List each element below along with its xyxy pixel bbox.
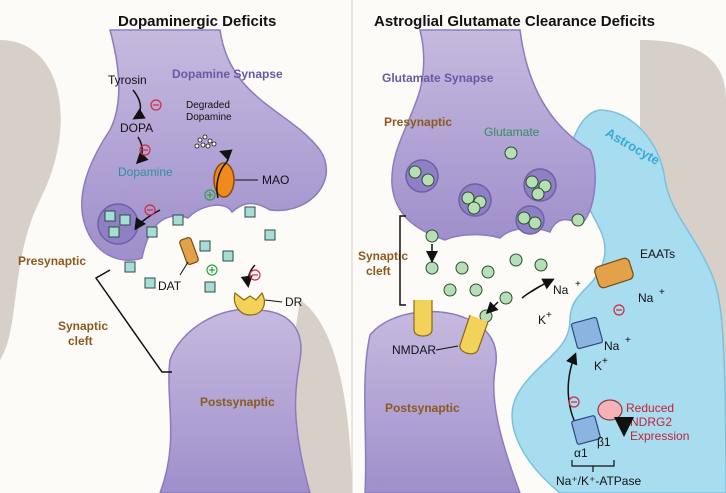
k-in-label: K — [594, 359, 602, 373]
cleft-bracket — [94, 269, 172, 373]
reduced-label-2: NDRG2 — [630, 415, 672, 429]
na-atp-label: Na — [604, 339, 620, 353]
eaat-transporter — [594, 257, 634, 289]
left-cleft-label-2: cleft — [68, 334, 93, 348]
degraded-label-2: Dopamine — [186, 112, 232, 123]
dat-label: DAT — [158, 279, 182, 293]
mao-enzyme — [213, 162, 235, 198]
na-out-label: Na — [553, 283, 569, 297]
eaats-label: EAATs — [640, 247, 675, 261]
right-cleft-label-2: cleft — [366, 264, 391, 278]
left-cleft-label-1: Synaptic — [58, 319, 108, 333]
k-out-plus: + — [546, 310, 552, 321]
k-in-plus: + — [602, 356, 608, 367]
nmdar-right — [459, 314, 489, 355]
na-atp-plus: + — [625, 335, 631, 346]
vesicle — [97, 203, 139, 245]
dr-label: DR — [285, 295, 303, 309]
degraded-dopamine-cluster — [194, 134, 217, 149]
glutamate-label: Glutamate — [484, 125, 540, 139]
atpase-upper — [570, 316, 604, 350]
na-in-label: Na — [638, 291, 654, 305]
nmdar-label: NMDAR — [392, 343, 436, 357]
atpase-label: Na⁺/K⁺-ATPase — [556, 474, 641, 488]
right-cleft-bracket — [399, 215, 406, 306]
na-out-plus: + — [575, 279, 581, 290]
right-cleft-label-1: Synaptic — [358, 249, 408, 263]
k-out-label: K — [538, 313, 546, 327]
tyrosin-label: Tyrosin — [108, 73, 147, 87]
degraded-label-1: Degraded — [186, 100, 230, 111]
dopamine-synapse-label: Dopamine Synapse — [172, 67, 283, 81]
left-postsynaptic-neuron — [159, 308, 311, 493]
dat-transporter — [179, 236, 199, 266]
left-presynaptic-label: Presynaptic — [18, 254, 86, 268]
left-postsynaptic-label: Postsynaptic — [200, 395, 275, 409]
dopa-label: DOPA — [120, 121, 153, 135]
ndrg2-protein — [597, 399, 623, 421]
right-title: Astroglial Glutamate Clearance Deficits — [374, 13, 655, 30]
dopamine-receptor — [233, 291, 265, 316]
nmdar-left — [413, 300, 433, 337]
beta1-label: β1 — [597, 435, 611, 449]
na-in-plus: + — [659, 287, 665, 298]
reduced-label-3: Expression — [630, 429, 689, 443]
atpase-lower — [571, 415, 601, 445]
right-presynaptic-label: Presynaptic — [384, 115, 452, 129]
left-title: Dopaminergic Deficits — [118, 13, 276, 30]
right-postsynaptic-label: Postsynaptic — [385, 401, 460, 415]
alpha1-label: α1 — [574, 446, 588, 460]
mao-label: MAO — [262, 173, 289, 187]
dopamine-label: Dopamine — [118, 165, 173, 179]
reduced-label-1: Reduced — [626, 401, 674, 415]
left-background-shape — [0, 40, 61, 360]
glutamate-synapse-label: Glutamate Synapse — [382, 71, 494, 85]
